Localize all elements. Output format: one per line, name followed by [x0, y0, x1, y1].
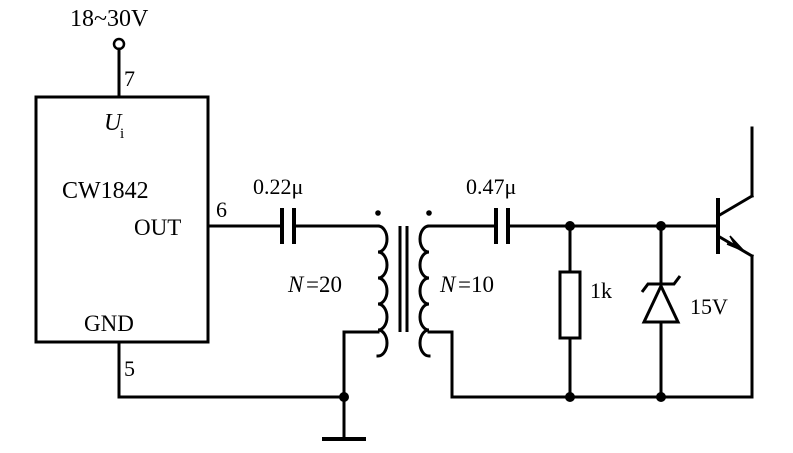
transistor-collector: [715, 193, 755, 219]
primary-winding: [376, 224, 389, 358]
cap2-label: 0.47μ: [466, 174, 516, 199]
resistor-label: 1k: [590, 278, 612, 303]
zener-triangle: [641, 282, 681, 324]
ic-input-subscript: i: [120, 126, 124, 142]
zener-label: 15V: [690, 294, 728, 319]
primary-dot: [375, 210, 381, 216]
primary-turns-val: =20: [306, 272, 342, 297]
ic-out-label: OUT: [134, 215, 181, 240]
secondary-dot: [426, 210, 432, 216]
ic-box: [34, 95, 210, 344]
secondary-winding: [418, 224, 431, 358]
ic-name: CW1842: [62, 178, 149, 204]
ic-gnd-label: GND: [84, 311, 134, 336]
cap1-label: 0.22μ: [253, 174, 303, 199]
pin-6-label: 6: [216, 197, 227, 222]
node-zener-bottom: [656, 392, 666, 402]
secondary-turns-var: N: [439, 272, 457, 297]
ic-input-label: U: [104, 110, 123, 136]
secondary-turns-val: =10: [458, 272, 494, 297]
pin-7-label: 7: [124, 66, 135, 91]
emitter-arrow: [726, 235, 745, 252]
primary-turns-var: N: [287, 272, 305, 297]
resistor-body: [558, 270, 582, 340]
node-resistor-bottom: [565, 392, 575, 402]
pin-5-label: 5: [124, 356, 135, 381]
supply-label: 18~30V: [70, 6, 149, 32]
